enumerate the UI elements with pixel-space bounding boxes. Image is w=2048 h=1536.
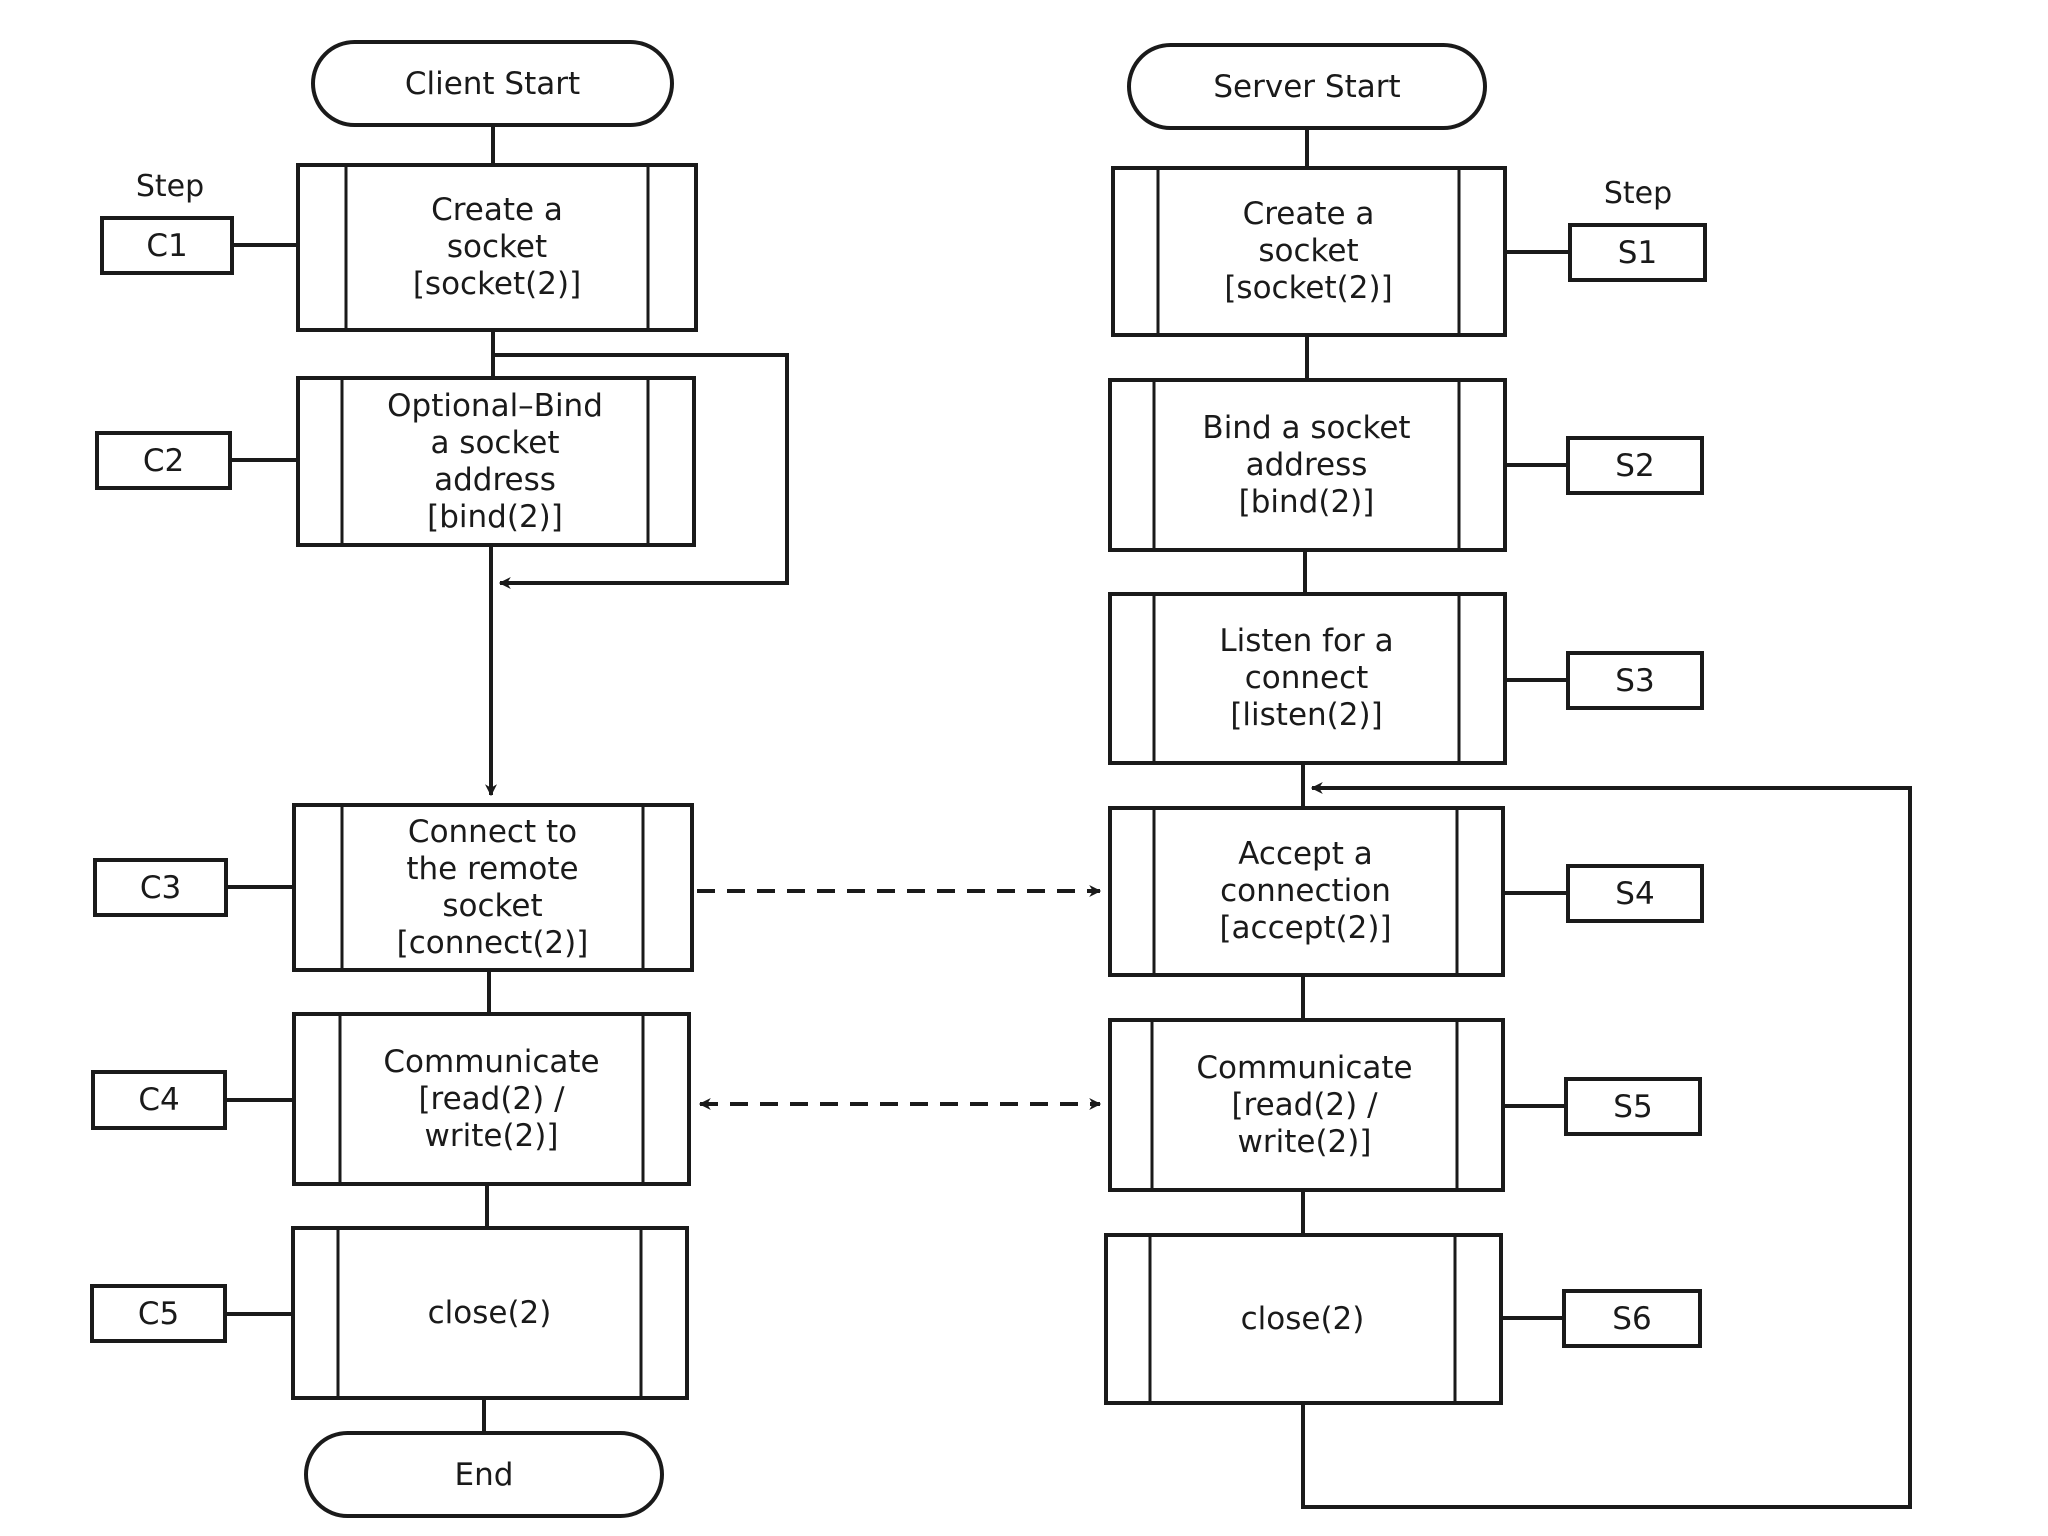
process-box-s2	[1108, 378, 1507, 552]
step-box-c2	[95, 431, 232, 490]
step-id-s2: S2	[1615, 447, 1655, 484]
step-id-s5: S5	[1613, 1088, 1653, 1125]
server-step-header: Step	[1603, 175, 1673, 211]
process-label-s6: close(2)	[1240, 1300, 1365, 1337]
process-box-c5	[291, 1226, 689, 1400]
step-box-s5	[1564, 1077, 1702, 1136]
step-box-s4	[1566, 864, 1704, 923]
step-box-c4	[91, 1070, 227, 1130]
step-box-s1	[1568, 223, 1707, 282]
server-loop-line	[1301, 782, 1912, 1509]
step-id-s1: S1	[1617, 234, 1658, 271]
process-box-c2	[296, 376, 696, 547]
process-box-c4	[292, 1012, 691, 1186]
process-box-c1	[296, 163, 698, 332]
step-box-c3	[93, 858, 228, 917]
step-id-s3: S3	[1615, 662, 1655, 699]
end-terminator	[304, 1431, 664, 1518]
process-label-s2: Bind a socket address [bind(2)]	[1202, 409, 1411, 520]
process-box-s6	[1104, 1233, 1503, 1405]
step-id-s4: S4	[1615, 875, 1655, 912]
step-id-c5: C5	[137, 1295, 180, 1332]
server-start-label: Server Start	[1213, 68, 1401, 105]
step-id-c1: C1	[146, 227, 188, 264]
process-label-s5: Communicate [read(2) / write(2)]	[1196, 1049, 1413, 1160]
step-id-c2: C2	[142, 442, 185, 479]
step-id-s6: S6	[1612, 1300, 1652, 1337]
client-start-terminator	[311, 40, 674, 127]
step-box-c1	[100, 216, 234, 275]
client-step-header: Step	[135, 168, 205, 204]
bind-bypass-line	[493, 353, 789, 589]
step-box-s6	[1562, 1289, 1702, 1348]
process-label-c3: Connect to the remote socket [connect(2)…	[396, 813, 589, 961]
process-box-c3	[292, 803, 694, 972]
process-box-s3	[1108, 592, 1507, 765]
server-start-terminator	[1127, 43, 1487, 130]
step-id-c3: C3	[139, 869, 182, 906]
process-label-c5: close(2)	[427, 1294, 552, 1331]
process-label-c2: Optional–Bind a socket address [bind(2)]	[387, 387, 603, 535]
process-label-c1: Create a socket [socket(2)]	[412, 192, 582, 302]
client-start-label: Client Start	[404, 65, 581, 102]
process-label-c4: Communicate [read(2) / write(2)]	[383, 1043, 600, 1154]
step-id-c4: C4	[138, 1082, 180, 1118]
process-box-s1	[1111, 166, 1507, 337]
step-box-c5	[90, 1284, 227, 1343]
process-box-s4	[1108, 806, 1505, 977]
step-box-s2	[1566, 436, 1704, 495]
end-label: End	[454, 1456, 514, 1493]
process-box-s5	[1108, 1018, 1505, 1192]
process-label-s4: Accept a connection [accept(2)]	[1219, 836, 1392, 946]
step-box-s3	[1566, 651, 1704, 710]
process-label-s3: Listen for a connect [listen(2)]	[1219, 623, 1394, 733]
process-label-s1: Create a socket [socket(2)]	[1224, 196, 1393, 306]
